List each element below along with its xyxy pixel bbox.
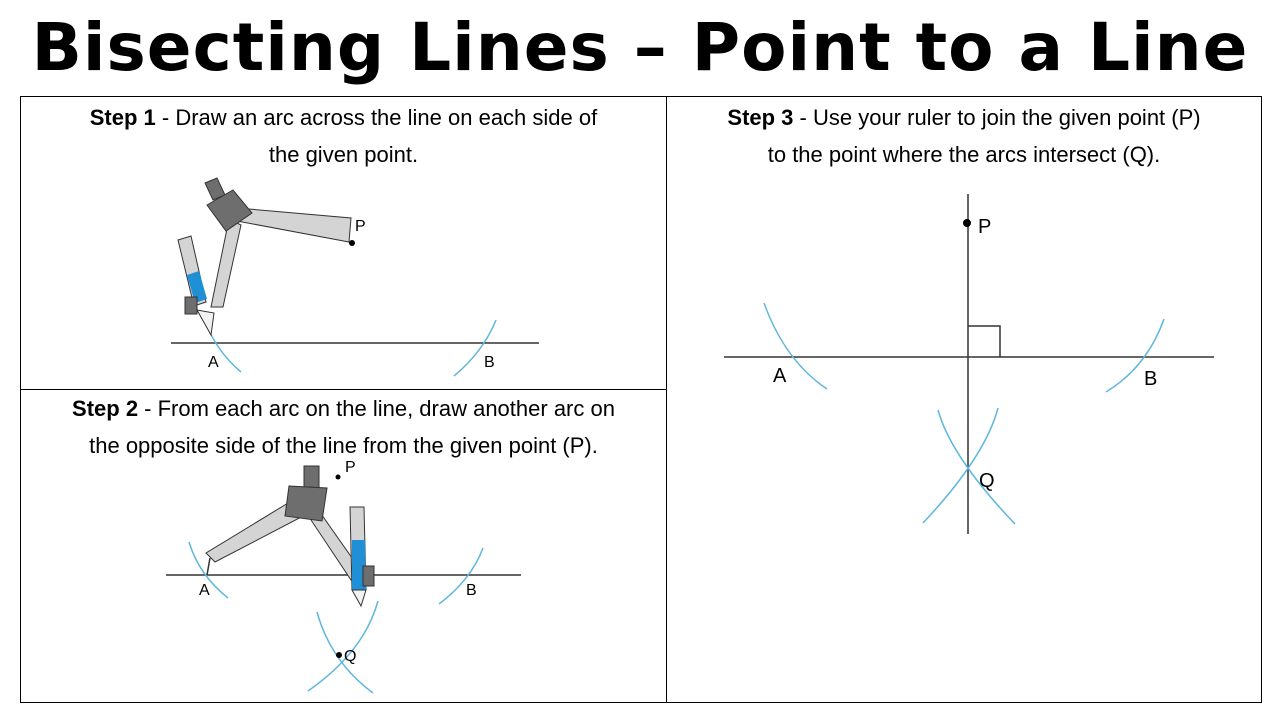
step-1-text-line2: the given point. [268,142,419,167]
step-2-point-p [335,474,341,480]
step-1-point-p [349,240,355,246]
step-3-arc-q-right [922,407,999,524]
step-3-diagram: P Q A B [724,194,1214,534]
step-2-label-p: P [345,459,356,476]
compass-needle-leg [235,208,352,243]
compass-pencil-leg [210,218,242,308]
compass-needle-tip [206,557,211,576]
step-1-label: Step 1 [89,105,156,130]
compass-head [206,189,253,232]
step-1-label-a: A [208,354,219,371]
step-1-label-p: P [355,218,366,235]
step-1-panel: Step 1 - Draw an arc across the line on … [20,96,667,390]
compass-pencil-tip [196,309,215,337]
step-2-label-q: Q [344,648,356,665]
step-3-arc-b [1105,318,1165,393]
step-1-compass [177,177,352,337]
step-3-label-b: B [1144,368,1157,390]
step-3-right-angle-mark [968,325,1001,357]
step-3-panel: Step 3 - Use your ruler to join the give… [666,96,1262,703]
step-2-arc-q-right [307,600,379,692]
step-1-label-b: B [484,354,495,371]
step-2-diagram: P Q A B [166,459,521,694]
step-2-label-b: B [466,582,477,599]
compass-clamp [362,565,375,587]
step-3-arc-a [763,302,828,390]
step-3-caption: Step 3 - Use your ruler to join the give… [667,99,1261,173]
compass-clamp [184,296,198,315]
compass-pencil-tip [351,589,367,608]
step-1-text-line1: - Draw an arc across the line on each si… [155,105,598,130]
step-3-text-line1: - Use your ruler to join the given point… [793,105,1201,130]
step-3-label-q: Q [979,470,995,492]
step-2-compass [205,465,375,608]
compass-handle [303,465,320,489]
step-1-diagram: P A B [171,177,539,377]
compass-head [284,485,328,522]
compass-pencil-lead [187,271,207,303]
step-3-label: Step 3 [727,105,794,130]
step-3-label-p: P [978,216,991,238]
step-3-label-a: A [773,365,787,387]
step-2-panel: Step 2 - From each arc on the line, draw… [20,389,667,703]
step-2-arc-a [188,541,229,599]
step-2-text-line1: - From each arc on the line, draw anothe… [138,396,615,421]
step-1-caption: Step 1 - Draw an arc across the line on … [21,99,666,173]
step-2-label: Step 2 [72,396,139,421]
step-3-text-line2: to the point where the arcs intersect (Q… [767,142,1161,167]
step-1-arc-b [453,319,497,377]
step-3-point-p [963,219,971,227]
step-2-text-line2: the opposite side of the line from the g… [89,433,598,458]
step-3-arc-q-left [937,409,1016,525]
step-2-arc-b [438,547,484,605]
step-2-caption: Step 2 - From each arc on the line, draw… [21,390,666,464]
page-title: Bisecting Lines – Point to a Line [31,9,1249,86]
step-2-label-a: A [199,582,210,599]
step-2-point-q [336,652,342,658]
